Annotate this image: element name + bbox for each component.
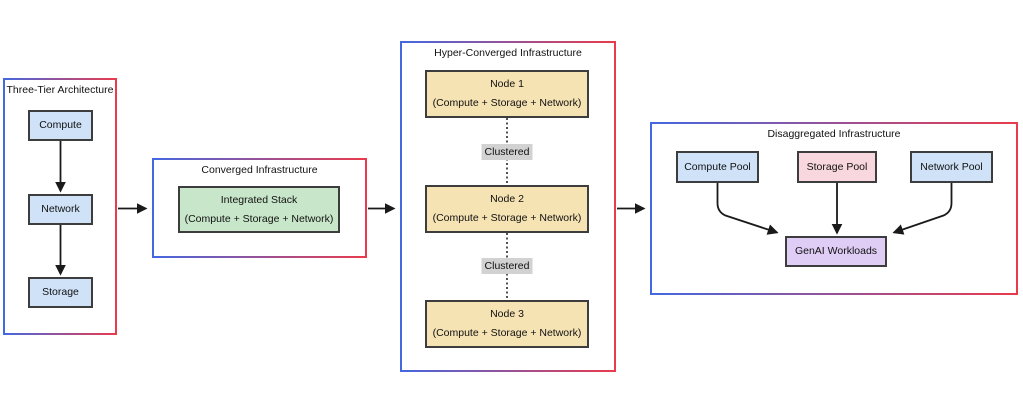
node-hci-node3-line2: (Compute + Storage + Network) <box>432 327 582 339</box>
panel-disaggregated-title: Disaggregated Infrastructure <box>767 128 901 140</box>
node-network-label: Network <box>41 203 80 215</box>
node-compute-label: Compute <box>39 119 82 131</box>
node-hci-node1: Node 1 (Compute + Storage + Network) <box>425 70 589 118</box>
node-compute: Compute <box>28 110 93 141</box>
node-network: Network <box>28 194 93 225</box>
node-hci-node1-line1: Node 1 <box>490 78 524 90</box>
node-storage: Storage <box>28 277 93 308</box>
clustered-label-2: Clustered <box>481 258 533 274</box>
panel-three-tier-title: Three-Tier Architecture <box>6 84 114 96</box>
node-hci-node2-line2: (Compute + Storage + Network) <box>432 212 582 224</box>
node-storage-pool: Storage Pool <box>797 151 877 183</box>
node-hci-node1-line2: (Compute + Storage + Network) <box>432 97 582 109</box>
node-integrated-stack-line1: Integrated Stack <box>220 193 298 206</box>
node-compute-pool: Compute Pool <box>676 151 759 183</box>
node-compute-pool-label: Compute Pool <box>684 160 751 173</box>
arrow-computepool-to-genai <box>716 183 779 235</box>
node-storage-label: Storage <box>42 286 79 298</box>
node-hci-node3: Node 3 (Compute + Storage + Network) <box>425 300 589 348</box>
arrow-networkpool-to-genai <box>892 183 953 235</box>
panel-converged-title: Converged Infrastructure <box>201 164 318 176</box>
clustered-label-1: Clustered <box>481 144 533 160</box>
node-network-pool: Network Pool <box>910 151 993 183</box>
node-hci-node2-line1: Node 2 <box>490 193 524 205</box>
node-hci-node3-line1: Node 3 <box>490 308 524 320</box>
panel-hyper-converged-title: Hyper-Converged Infrastructure <box>434 47 582 59</box>
node-integrated-stack: Integrated Stack (Compute + Storage + Ne… <box>178 186 340 233</box>
node-network-pool-label: Network Pool <box>920 160 983 173</box>
node-integrated-stack-line2: (Compute + Storage + Network) <box>184 212 334 225</box>
node-genai-workloads: GenAI Workloads <box>785 236 887 267</box>
node-hci-node2: Node 2 (Compute + Storage + Network) <box>425 185 589 233</box>
node-storage-pool-label: Storage Pool <box>806 160 868 173</box>
node-genai-workloads-label: GenAI Workloads <box>794 245 878 257</box>
